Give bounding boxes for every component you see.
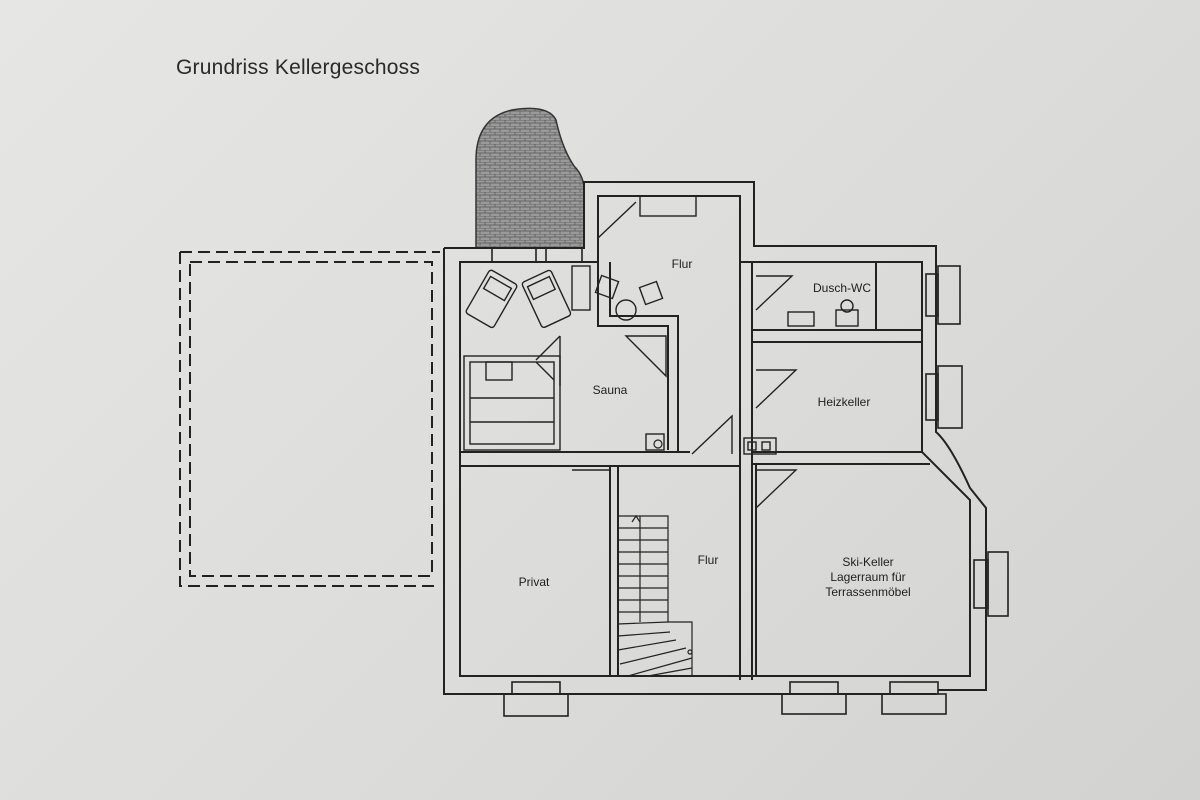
room-label-ski-keller-3: Terrassenmöbel (825, 585, 910, 599)
room-labels: Flur Dusch-WC Sauna Heizkeller Privat Fl… (519, 257, 911, 599)
room-label-sauna: Sauna (593, 383, 628, 397)
room-label-dusch-wc: Dusch-WC (813, 281, 871, 295)
room-label-privat: Privat (519, 575, 550, 589)
room-label-flur-bottom: Flur (698, 553, 719, 567)
flur-table-chairs (594, 274, 664, 321)
page-title: Grundriss Kellergeschoss (176, 56, 421, 79)
room-label-ski-keller-1: Ski-Keller (842, 555, 893, 569)
staircase (617, 514, 693, 677)
sauna-cabin (463, 355, 561, 451)
lounger-furniture (465, 265, 591, 329)
bathroom-fixtures (787, 299, 859, 327)
door-swings (535, 201, 798, 509)
hatched-area (475, 107, 585, 249)
flur-niche (639, 195, 697, 217)
sauna-stove (645, 433, 665, 451)
windows (491, 247, 1009, 717)
dashed-outline (179, 251, 440, 587)
heating-unit (743, 437, 777, 455)
room-label-heizkeller: Heizkeller (818, 395, 871, 409)
outer-walls (443, 181, 987, 695)
interior-walls (460, 261, 930, 680)
room-label-ski-keller-2: Lagerraum für (830, 570, 905, 584)
room-label-flur-top: Flur (672, 257, 693, 271)
